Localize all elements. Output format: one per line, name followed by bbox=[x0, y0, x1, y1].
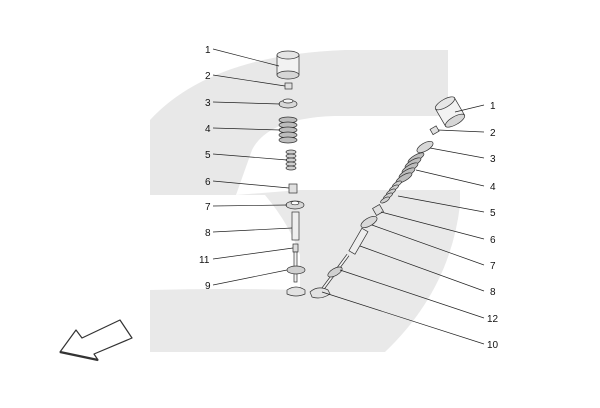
left-callout-label: 2 bbox=[205, 71, 211, 82]
right-inner-spring bbox=[380, 180, 402, 204]
left-inner-spring bbox=[285, 149, 297, 171]
left-callout-label: 1 bbox=[205, 45, 211, 56]
s-logo-watermark-icon bbox=[150, 50, 460, 352]
left-callouts: 1 2 3 4 5 6 7 8 11 9 bbox=[199, 45, 294, 292]
right-callout-label: 1 bbox=[490, 101, 496, 112]
left-tappet bbox=[276, 50, 300, 80]
right-shim bbox=[429, 125, 440, 136]
right-valve-guide bbox=[348, 227, 369, 255]
right-callout-label: 3 bbox=[490, 154, 496, 165]
right-callout-label: 5 bbox=[490, 208, 496, 219]
left-stem-seal bbox=[292, 243, 299, 253]
left-callout-label: 8 bbox=[205, 228, 211, 239]
left-collet bbox=[288, 183, 298, 194]
left-callout-label: 3 bbox=[205, 98, 211, 109]
left-callout-label: 6 bbox=[205, 177, 211, 188]
right-valve bbox=[309, 254, 350, 299]
right-spring-seat bbox=[360, 215, 378, 229]
left-callout-label: 5 bbox=[205, 150, 211, 161]
left-valve bbox=[286, 251, 306, 297]
right-collet bbox=[372, 204, 384, 216]
left-spring-seat bbox=[285, 200, 305, 210]
right-valve-assembly bbox=[309, 96, 466, 299]
right-callout-label: 12 bbox=[487, 314, 499, 325]
right-callout-label: 2 bbox=[490, 128, 496, 139]
right-callouts: 1 2 3 4 5 6 7 8 12 10 bbox=[321, 101, 499, 351]
left-callout-label: 11 bbox=[199, 255, 210, 266]
right-callout-label: 7 bbox=[490, 261, 496, 272]
left-callout-label: 9 bbox=[205, 281, 211, 292]
right-spring-retainer bbox=[416, 140, 434, 154]
right-tappet bbox=[434, 96, 466, 128]
left-callout-label: 7 bbox=[205, 202, 211, 213]
left-outer-spring bbox=[278, 116, 298, 144]
left-shim bbox=[284, 82, 293, 90]
left-valve-guide bbox=[291, 211, 300, 241]
right-callout-label: 4 bbox=[490, 182, 496, 193]
right-callout-label: 8 bbox=[490, 287, 496, 298]
right-callout-label: 6 bbox=[490, 235, 496, 246]
right-callout-label: 10 bbox=[487, 340, 499, 351]
front-direction-arrow-icon bbox=[59, 319, 133, 362]
left-callout-label: 4 bbox=[205, 124, 211, 135]
right-outer-spring bbox=[395, 152, 425, 184]
